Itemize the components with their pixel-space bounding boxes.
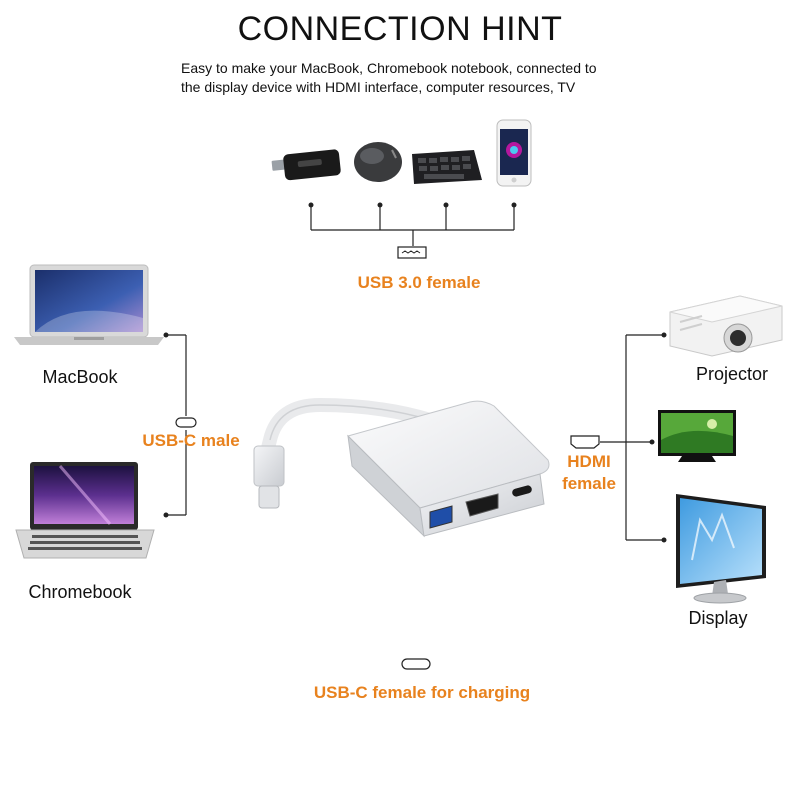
hdmi-label-line-2: female	[562, 474, 616, 493]
usb30-label: USB 3.0 female	[358, 273, 481, 292]
subtitle-line-2: the display device with HDMI interface, …	[181, 79, 576, 95]
junction-dots	[308, 202, 517, 208]
hdmi-connector-lines	[600, 334, 664, 541]
usbc-charging-label: USB-C female for charging	[314, 683, 530, 702]
left-junction-dots	[163, 332, 169, 518]
subtitle-line-1: Easy to make your MacBook, Chromebook no…	[181, 60, 597, 76]
projector-icon	[669, 295, 783, 357]
usb-port-icon	[397, 246, 427, 259]
macbook-laptop-icon	[14, 264, 164, 345]
chromebook-label: Chromebook	[28, 582, 132, 602]
subtitle: Easy to make your MacBook, Chromebook no…	[181, 59, 641, 97]
hdmi-port-icon	[570, 435, 600, 449]
hdmi-label-line-1: HDMI	[567, 452, 610, 471]
smartphone-icon	[496, 119, 532, 187]
usbc-male-label: USB-C male	[142, 431, 239, 450]
macbook-label: MacBook	[42, 367, 118, 387]
mouse-icon	[354, 142, 402, 182]
tv-icon	[658, 410, 736, 462]
usb-flash-drive-icon	[271, 149, 341, 181]
right-junction-dots	[649, 332, 667, 543]
usbc-port-icon	[175, 417, 197, 428]
projector-label: Projector	[696, 364, 768, 384]
display-label: Display	[688, 608, 747, 628]
monitor-display-icon	[676, 494, 766, 604]
usb-c-adapter-hub-icon	[253, 397, 550, 538]
usb-hub-connector-lines	[310, 205, 515, 246]
page-title: CONNECTION HINT	[237, 10, 563, 48]
chromebook-laptop-icon	[15, 462, 155, 559]
keyboard-icon	[412, 150, 482, 184]
usbc-charging-port-icon	[401, 658, 431, 670]
usbc-male-connector-lines	[166, 334, 187, 516]
